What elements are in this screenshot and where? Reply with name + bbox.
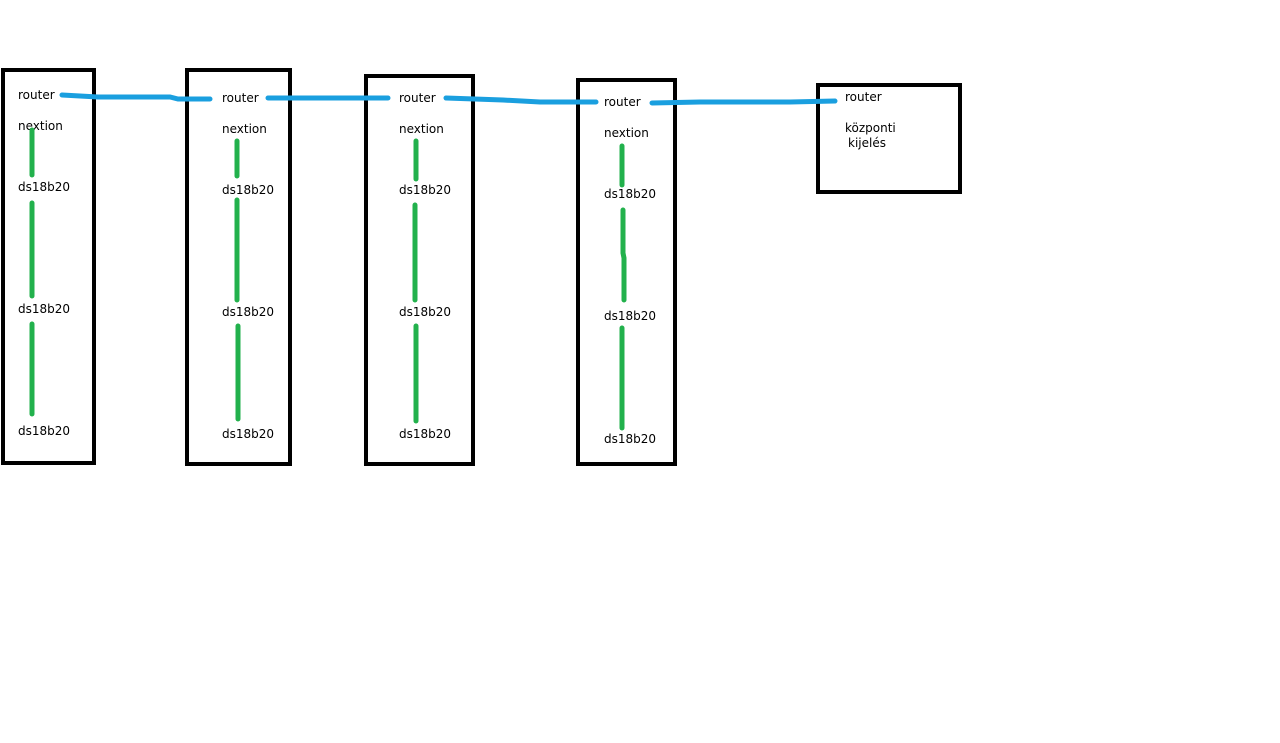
router-label: router (222, 91, 259, 105)
router-wire-3 (443, 95, 599, 105)
router-label: router (604, 95, 641, 109)
node-frame (576, 78, 677, 466)
sensor-label: ds18b20 (399, 305, 451, 319)
node-frame (1, 68, 96, 465)
node-frame (185, 68, 292, 466)
sensor-link (620, 207, 627, 303)
sensor-label: ds18b20 (604, 309, 656, 323)
sensor-label: ds18b20 (399, 183, 451, 197)
sensor-label: ds18b20 (222, 305, 274, 319)
central-title-line-1: központi (845, 121, 896, 135)
node-box-4: router nextion ds18b20 ds18b20 ds18b20 (576, 78, 677, 466)
router-label: router (18, 88, 55, 102)
router-label: router (845, 90, 882, 104)
node-box-1: router nextion ds18b20 ds18b20 ds18b20 (1, 68, 96, 465)
node-frame (364, 74, 475, 466)
sensor-label: ds18b20 (604, 432, 656, 446)
router-label: router (399, 91, 436, 105)
display-label: nextion (18, 119, 63, 133)
sensor-label: ds18b20 (604, 187, 656, 201)
sensor-label: ds18b20 (399, 427, 451, 441)
central-display-box: router központi kijelés (816, 83, 962, 194)
sensor-label: ds18b20 (18, 302, 70, 316)
central-title-line-2: kijelés (848, 136, 886, 150)
display-label: nextion (399, 122, 444, 136)
router-wire-1 (59, 92, 213, 102)
sensor-label: ds18b20 (18, 180, 70, 194)
display-label: nextion (604, 126, 649, 140)
node-box-2: router nextion ds18b20 ds18b20 ds18b20 (185, 68, 292, 466)
display-label: nextion (222, 122, 267, 136)
sensor-label: ds18b20 (18, 424, 70, 438)
node-box-3: router nextion ds18b20 ds18b20 ds18b20 (364, 74, 475, 466)
central-frame (816, 83, 962, 194)
router-wire-4 (649, 98, 838, 106)
sensor-label: ds18b20 (222, 427, 274, 441)
sensor-label: ds18b20 (222, 183, 274, 197)
